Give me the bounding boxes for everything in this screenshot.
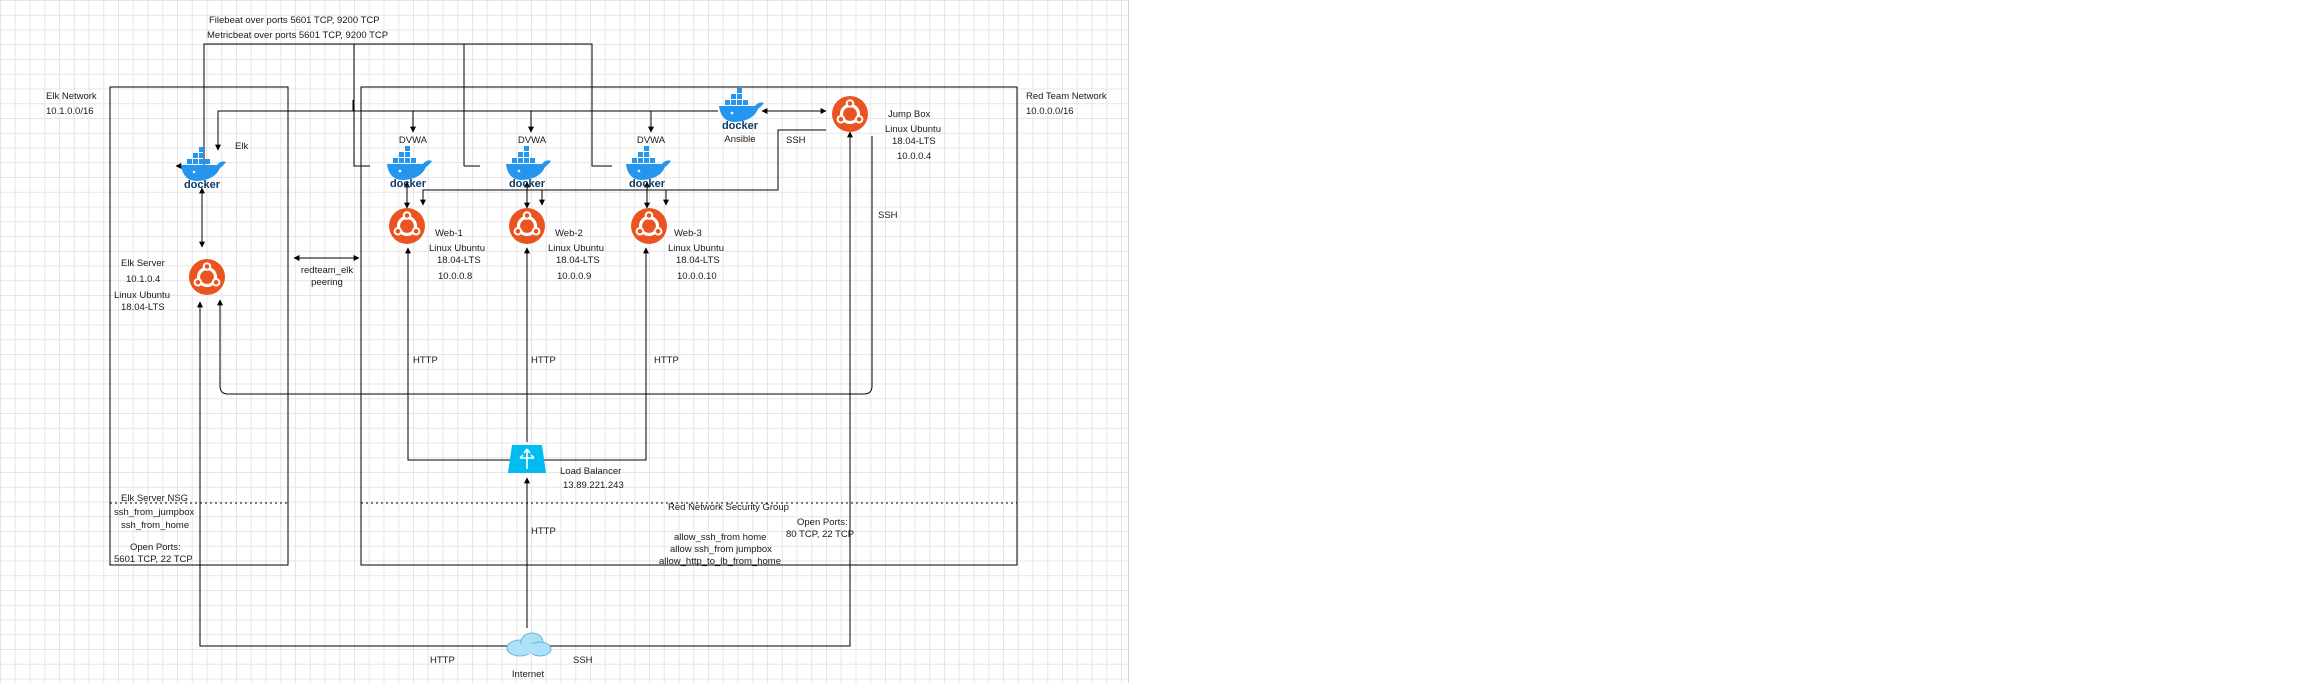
lb-to-web3 [544,247,649,461]
ansible-label: Ansible [724,134,755,145]
network-diagram: Filebeat over ports 5601 TCP, 9200 TCP M… [46,15,1107,680]
elk-server-version: 18.04-LTS [121,302,165,313]
web3-name: Web-3 [674,228,702,239]
elk-server-os: Linux Ubuntu [114,290,170,301]
load-balancer-name: Load Balancer [560,466,621,477]
elk-server-ip: 10.1.0.4 [126,274,160,285]
ansible-to-elk [215,110,718,151]
web3-ubuntu-icon[interactable] [629,206,669,246]
dvwa2-docker-word: docker [509,178,546,190]
red-nsg-ports-title: Open Ports: [797,517,848,528]
jumpbox-ssh-elk [217,136,873,395]
elk-nsg-rule-1: ssh_from_jumpbox [114,507,195,518]
elk-nsg-rule-2: ssh_from_home [121,520,189,531]
red-network-box [360,86,1018,566]
web2-version: 18.04-LTS [556,255,600,266]
metricbeat-connector [353,44,480,167]
elk-server-ubuntu-icon[interactable] [187,257,227,297]
peering-label-2: peering [311,277,343,288]
ansible-bus [352,100,710,112]
internet-to-jumpbox [548,131,853,647]
red-network-cidr: 10.0.0.0/16 [1026,106,1074,117]
elk-network-cidr: 10.1.0.0/16 [46,106,94,117]
internet-cloud-icon[interactable] [506,632,552,657]
internet-ssh-label: SSH [573,655,593,666]
dvwa3-docker-word: docker [629,178,666,190]
web2-ubuntu-icon[interactable] [507,206,547,246]
elk-nsg-title: Elk Server NSG [121,493,188,504]
red-network-title: Red Team Network [1026,91,1107,102]
elk-nsg-ports: 5601 TCP, 22 TCP [114,554,193,565]
web1-name: Web-1 [435,228,463,239]
filebeat-label: Filebeat over ports 5601 TCP, 9200 TCP [209,15,380,26]
jumpbox-ssh-side-label: SSH [878,210,898,221]
dvwa1-docker-icon[interactable] [387,146,432,180]
ansible-docker-icon[interactable] [719,88,764,122]
load-balancer-icon[interactable] [508,445,546,473]
elk-nsg-ports-title: Open Ports: [130,542,181,553]
internet-http-label: HTTP [430,655,455,666]
ansible-docker-word: docker [722,120,759,132]
web3-http-label: HTTP [654,355,679,366]
red-nsg-title: Red Network Security Group [668,502,789,513]
web1-version: 18.04-LTS [437,255,481,266]
jumpbox-ubuntu-icon[interactable] [830,94,870,134]
jumpbox-ip: 10.0.0.4 [897,151,931,162]
dvwa1-label: DVWA [399,135,428,146]
lb-http-label: HTTP [531,526,556,537]
web1-ubuntu-icon[interactable] [387,206,427,246]
web1-ip: 10.0.0.8 [438,271,472,282]
web2-http-label: HTTP [531,355,556,366]
elk-network-title: Elk Network [46,91,97,102]
internet-label: Internet [512,669,545,680]
red-nsg-rule-3: allow_http_to_lb_from_home [659,556,781,567]
jumpbox-os: Linux Ubuntu [885,124,941,135]
diagram-canvas: Filebeat over ports 5601 TCP, 9200 TCP M… [0,0,1129,683]
jumpbox-name: Jump Box [888,109,930,120]
dvwa3-docker-icon[interactable] [626,146,671,180]
filebeat-connector [203,43,612,167]
dvwa3-label: DVWA [637,135,666,146]
red-nsg-rule-2: allow ssh_from jumpbox [670,544,772,555]
dvwa2-label: DVWA [518,135,547,146]
web3-ip: 10.0.0.10 [677,271,717,282]
dvwa1-docker-word: docker [390,178,427,190]
web2-ip: 10.0.0.9 [557,271,591,282]
elk-docker-word: docker [184,179,221,191]
jumpbox-ssh-label: SSH [786,135,806,146]
dvwa2-docker-icon[interactable] [506,146,551,180]
web1-http-label: HTTP [413,355,438,366]
metricbeat-label: Metricbeat over ports 5601 TCP, 9200 TCP [207,30,388,41]
elk-network-box [109,86,289,566]
web3-version: 18.04-LTS [676,255,720,266]
web3-os: Linux Ubuntu [668,243,724,254]
load-balancer-ip: 13.89.221.243 [563,480,624,491]
jumpbox-ssh-webs [420,129,826,206]
lb-to-web1 [405,247,510,461]
elk-server-name: Elk Server [121,258,165,269]
red-nsg-rule-1: allow_ssh_from home [674,532,766,543]
red-nsg-ports: 80 TCP, 22 TCP [786,529,854,540]
web2-name: Web-2 [555,228,583,239]
jumpbox-version: 18.04-LTS [892,136,936,147]
elk-container-label: Elk [235,141,248,152]
web2-os: Linux Ubuntu [548,243,604,254]
web1-os: Linux Ubuntu [429,243,485,254]
peering-label-1: redteam_elk [301,265,354,276]
internet-to-elk [197,301,508,647]
